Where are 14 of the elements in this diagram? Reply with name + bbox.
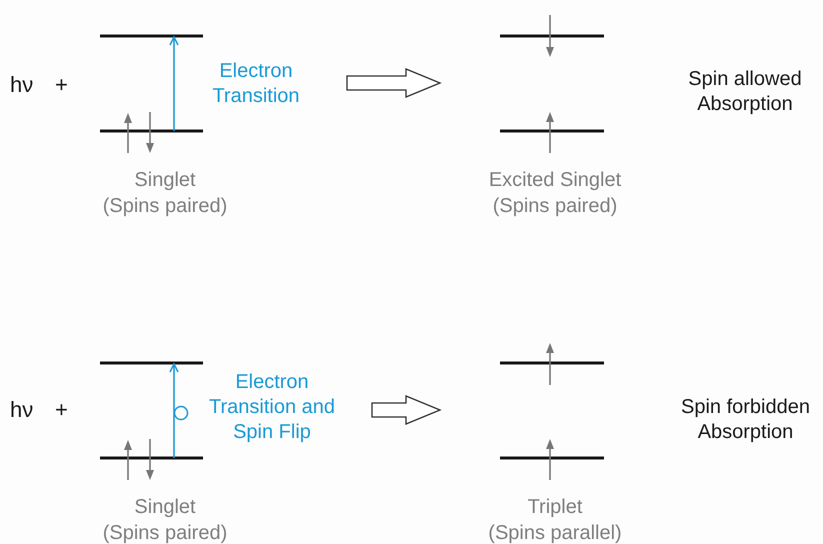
plus-sign: + [55, 72, 69, 97]
absorption-label: Spin forbidden Absorption [680, 395, 811, 445]
state-caption: Singlet (Spins paired) [102, 495, 228, 544]
state-caption: Triplet (Spins parallel) [487, 495, 623, 544]
block-arrow [346, 68, 442, 98]
transition-label: Electron Transition and Spin Flip [208, 370, 336, 445]
state-caption: Excited Singlet (Spins paired) [488, 168, 622, 219]
transition-label: Electron Transition [211, 59, 301, 109]
state-caption: Singlet (Spins paired) [102, 168, 228, 219]
block-arrow [371, 395, 442, 425]
plus-sign: + [55, 397, 69, 422]
photon-energy-term: hν [10, 72, 34, 97]
absorption-label: Spin allowed Absorption [687, 67, 803, 117]
photon-energy-term: hν [10, 397, 34, 422]
